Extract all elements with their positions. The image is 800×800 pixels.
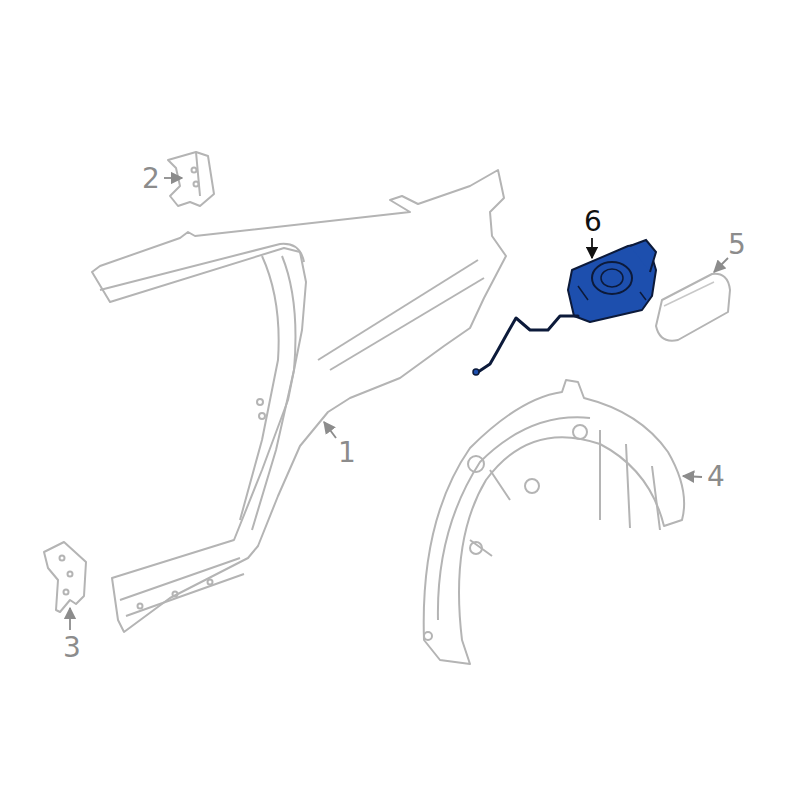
quarter-panel (92, 170, 506, 632)
wheel-liner (424, 380, 684, 664)
fuel-door (656, 274, 730, 341)
callout-number: 1 (338, 439, 356, 467)
callout-number: 2 (142, 165, 160, 193)
callout-number: 6 (584, 208, 602, 236)
fuel-filler-housing (473, 240, 656, 375)
bracket (168, 152, 214, 206)
callout-number: 5 (728, 231, 746, 259)
callout-number: 3 (63, 634, 81, 662)
callout-number: 4 (707, 463, 725, 491)
bracket (44, 542, 86, 612)
leader-lines (70, 178, 728, 630)
